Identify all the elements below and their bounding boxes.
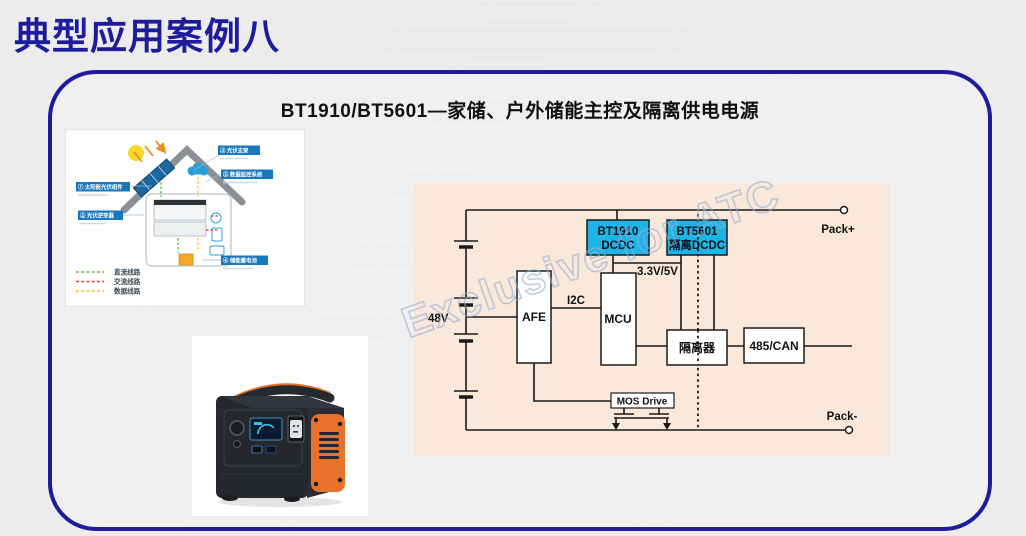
legend-ac: 交流线路 — [114, 277, 141, 286]
pack-minus-terminal — [844, 425, 854, 435]
callout-labels: ① 太阳能光伏组件 ② 光伏逆变器 ③ 光伏支架 ⑤ 数据监控系统 ④ 储能蓄电… — [76, 145, 273, 270]
mcu-block — [600, 272, 637, 366]
isolator-label: 隔离器 — [679, 340, 716, 355]
mcu-label: MCU — [604, 312, 631, 326]
mos-drive-wire — [533, 363, 611, 402]
pack-plus-label: Pack+ — [821, 224, 855, 236]
mosfet-arrow-left — [612, 423, 620, 430]
legend-dc: 直流线路 — [114, 268, 141, 277]
bt5601-label-line1: BT5601 — [677, 226, 719, 238]
bt1910-wires — [612, 210, 618, 273]
bt5601-label-line2: 隔离DCDC — [669, 238, 725, 252]
battery-voltage-label: 48V — [428, 313, 449, 325]
label-pv-module: ① 太阳能光伏组件 — [78, 183, 123, 191]
content-panel: BT1910/BT5601—家储、户外储能主控及隔离供电电源 — [48, 70, 992, 531]
front-controls — [222, 409, 305, 502]
isolator-block — [666, 329, 728, 366]
afe-label: AFE — [522, 310, 546, 324]
appliance-icons — [209, 212, 225, 256]
bt1910-label-line2: DCDC — [601, 240, 634, 252]
label-monitoring: ⑤ 数据监控系统 — [223, 171, 263, 179]
mosfet-pair — [614, 408, 669, 423]
solar-panel-icon — [132, 158, 176, 198]
power-station-photo — [192, 336, 368, 516]
slide-subtitle: BT1910/BT5601—家储、户外储能主控及隔离供电电源 — [280, 101, 760, 122]
rail-voltage-label: 3.3V/5V — [637, 266, 678, 278]
pack-plus-terminal — [839, 205, 849, 215]
product-shadow — [218, 497, 342, 507]
sun-icon — [128, 145, 144, 161]
bt1910-label-line1: BT1910 — [598, 226, 639, 238]
i2c-label: I2C — [567, 295, 585, 307]
bus-block — [743, 327, 805, 364]
bt5601-chip-block — [666, 219, 728, 256]
line-legend: 直流线路 交流线路 数据线路 — [76, 268, 141, 296]
battery-cabinet — [153, 199, 207, 237]
label-inverter: ② 光伏逆变器 — [80, 212, 114, 220]
legend-data: 数据线路 — [114, 287, 141, 296]
battery-cells — [454, 240, 478, 399]
label-mount: ③ 光伏支架 — [220, 147, 249, 155]
flow-lines — [160, 177, 220, 253]
mosfet-arrow-right — [663, 423, 671, 430]
power-rail-wires — [613, 255, 715, 330]
bus-label: 485/CAN — [749, 339, 798, 353]
page-title: 典型应用案例八 — [14, 16, 280, 57]
mos-drive-label: MOS Drive — [617, 397, 668, 408]
afe-block — [516, 270, 552, 364]
pack-minus-label: Pack- — [827, 411, 858, 423]
sunlight-arrows — [133, 140, 164, 163]
inverter-box — [178, 253, 194, 266]
mos-drive-block — [610, 392, 675, 409]
label-storage-battery: ④ 储能蓄电池 — [223, 257, 257, 265]
house-outline — [145, 193, 232, 267]
bt1910-chip-block — [586, 219, 650, 256]
circuit-diagram: 48V I2C 3.3V/5V Pack+ Pack- AFE MCU BT19… — [395, 169, 890, 456]
home-ess-diagram: ① 太阳能光伏组件 ② 光伏逆变器 ③ 光伏支架 ⑤ 数据监控系统 ④ 储能蓄电… — [66, 130, 304, 306]
